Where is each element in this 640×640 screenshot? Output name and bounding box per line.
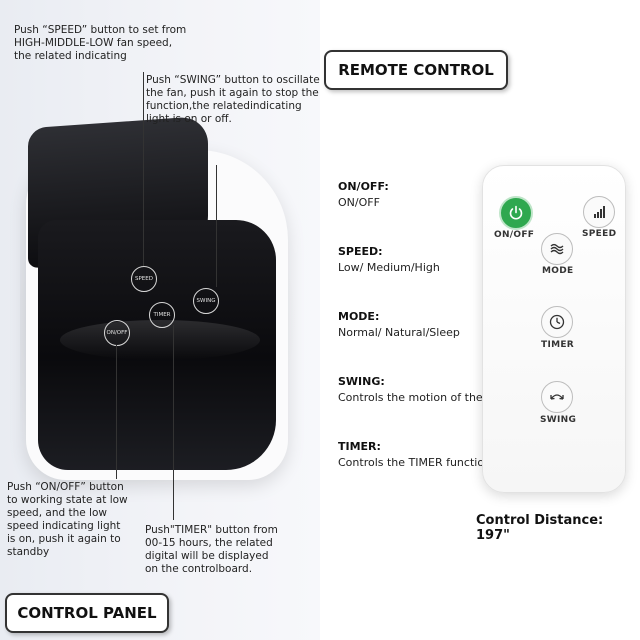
control-distance: Control Distance: 197" <box>476 513 604 543</box>
func-mode-title: MODE: <box>338 310 380 323</box>
wind-mode-icon <box>550 243 564 255</box>
control-panel-section: SPEED SWING TIMER ON/OFF Push “SPEED” bu… <box>0 0 320 640</box>
func-onoff-desc: ON/OFF <box>338 196 380 209</box>
speed-bars-icon <box>594 206 605 218</box>
swing-leader-line <box>216 165 217 287</box>
func-timer-desc: Controls the TIMER function <box>338 456 492 469</box>
panel-speed-button[interactable]: SPEED <box>131 266 157 292</box>
swing-arrow-icon <box>550 394 564 400</box>
onoff-leader-line <box>116 345 117 479</box>
clock-icon <box>549 314 565 330</box>
remote-swing-button[interactable] <box>541 381 573 413</box>
onoff-note: Push “ON/OFF” button to working state at… <box>7 481 128 558</box>
remote-control-title: REMOTE CONTROL <box>324 50 508 90</box>
remote-speed-button[interactable] <box>583 196 615 228</box>
panel-swing-button[interactable]: SWING <box>193 288 219 314</box>
timer-leader-line <box>173 325 174 520</box>
func-onoff-title: ON/OFF: <box>338 180 389 193</box>
swing-note: Push “SWING” button to oscillate the fan… <box>146 74 320 125</box>
remote-control: ON/OFF SPEED MODE TIMER SWING <box>482 165 626 493</box>
power-icon <box>509 205 523 220</box>
device-control-panel <box>38 220 276 470</box>
speed-leader-line <box>143 72 144 266</box>
func-timer-title: TIMER: <box>338 440 381 453</box>
remote-timer-label: TIMER <box>541 340 575 350</box>
timer-note: Push"TIMER" button from 00-15 hours, the… <box>145 524 278 575</box>
remote-timer-button[interactable] <box>541 306 573 338</box>
remote-power-button[interactable] <box>499 196 533 230</box>
remote-speed-label: SPEED <box>582 229 617 239</box>
func-speed-desc: Low/ Medium/High <box>338 261 440 274</box>
remote-mode-button[interactable] <box>541 233 573 265</box>
control-panel-title: CONTROL PANEL <box>5 593 169 633</box>
remote-swing-label: SWING <box>540 415 577 425</box>
panel-onoff-button[interactable]: ON/OFF <box>104 320 130 346</box>
remote-mode-label: MODE <box>542 266 574 276</box>
func-mode-desc: Normal/ Natural/Sleep <box>338 326 460 339</box>
panel-timer-button[interactable]: TIMER <box>149 302 175 328</box>
speed-note: Push “SPEED” button to set from HIGH-MID… <box>14 24 187 62</box>
func-swing-title: SWING: <box>338 375 385 388</box>
remote-onoff-label: ON/OFF <box>494 230 535 240</box>
func-speed-title: SPEED: <box>338 245 383 258</box>
